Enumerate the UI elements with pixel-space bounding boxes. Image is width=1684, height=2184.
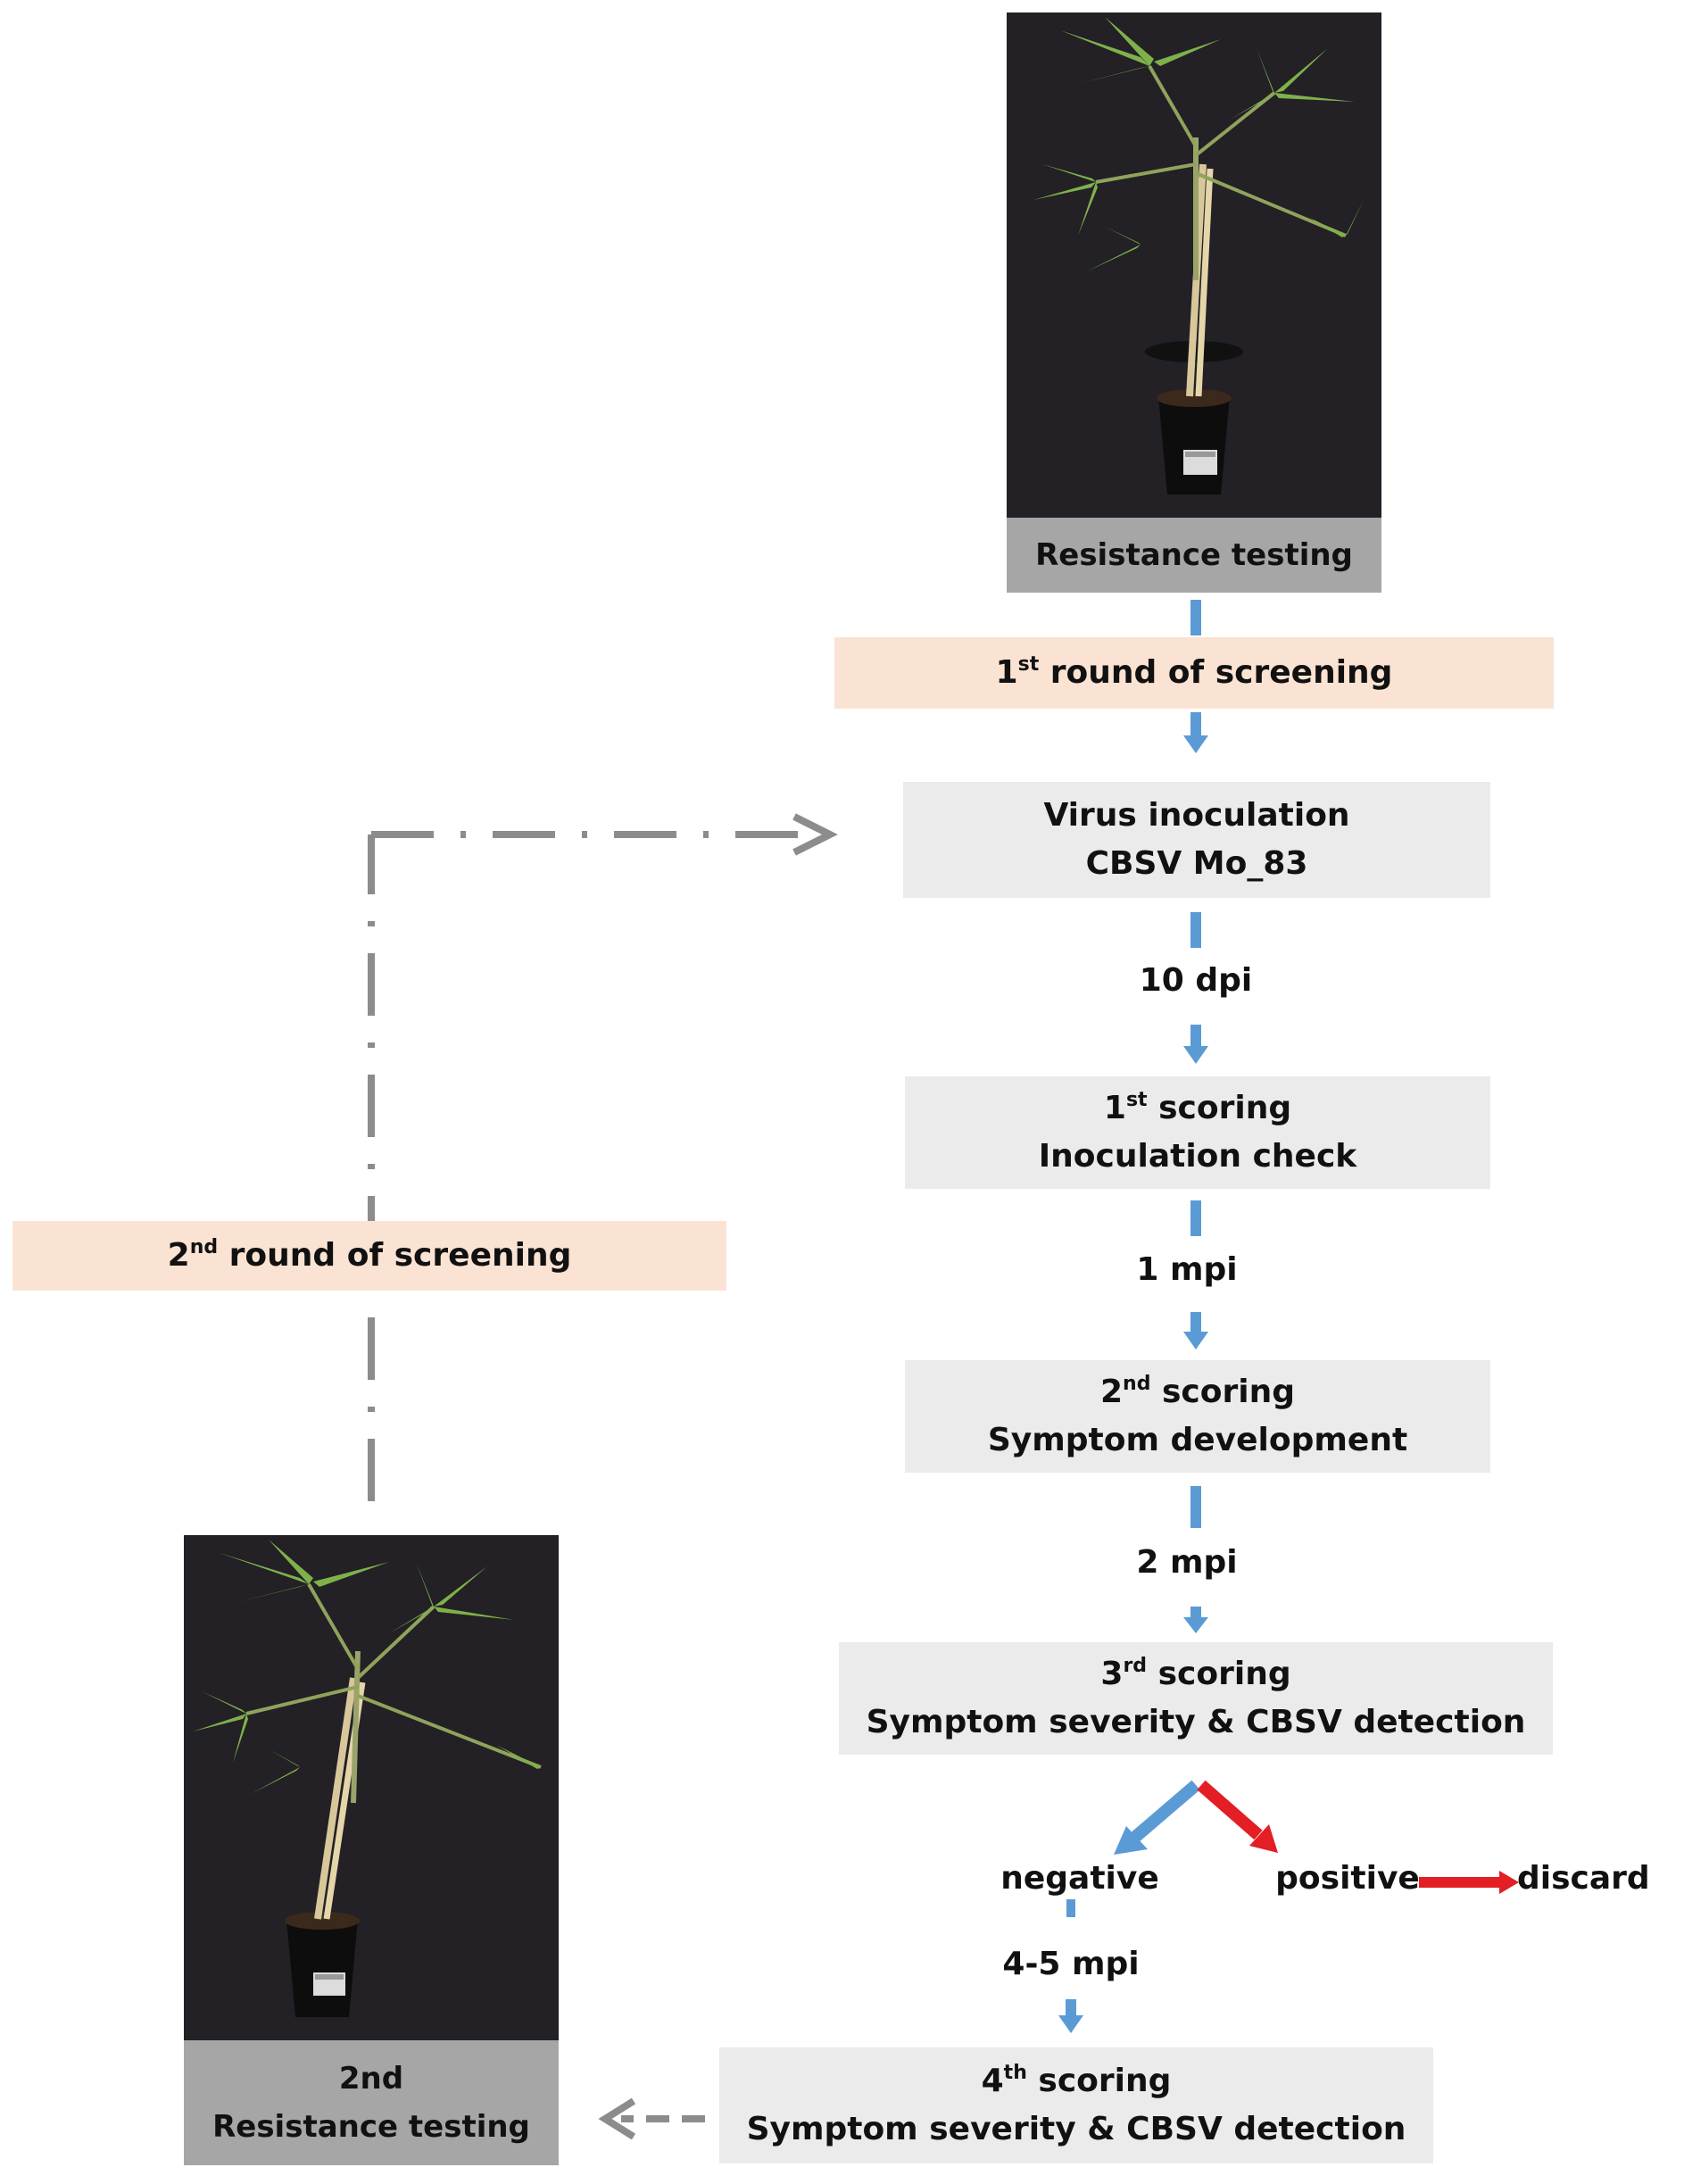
loop-back-to-inoculation [368,813,838,1501]
fourth-scoring-title: 4th scoring [981,2062,1172,2099]
second-scoring-box: 2nd scoring Symptom development [905,1360,1490,1473]
arrow-to-negative [1114,1780,1200,1855]
virus-inoculation-line1: Virus inoculation [1043,797,1350,834]
second-round-screening-box: 2nd round of screening [12,1221,726,1291]
cassava-plant-photo-top [1007,12,1381,518]
four-five-mpi-label: 4-5 mpi [1002,1946,1140,1982]
resistance-testing-caption: Resistance testing [1007,518,1381,593]
second-scoring-title: 2nd scoring [1099,1373,1295,1410]
one-mpi-label: 1 mpi [1136,1251,1238,1288]
arrow-to-positive [1197,1780,1278,1853]
two-mpi-label: 2 mpi [1136,1544,1238,1581]
third-scoring-subtitle: Symptom severity & CBSV detection [866,1704,1526,1740]
fourth-scoring-box: 4th scoring Symptom severity & CBSV dete… [719,2047,1433,2163]
arrow-10dpi-to-scoring1 [1183,1025,1208,1064]
third-scoring-title: 3rd scoring [1100,1655,1291,1692]
cassava-plant-icon [193,1540,542,2017]
arrow-positive-to-discard [1419,1871,1519,1894]
arrow-4-5mpi-to-scoring4 [1058,1999,1083,2033]
second-round-screening-label: 2nd round of screening [167,1236,572,1274]
second-resistance-line2: Resistance testing [212,2109,530,2145]
discard-label: discard [1517,1860,1650,1897]
resistance-testing-label: Resistance testing [1035,537,1353,573]
arrow-1mpi-to-scoring2 [1183,1312,1208,1349]
second-resistance-line1: 2nd [338,2061,404,2097]
cassava-plant-icon [1033,17,1364,494]
virus-inoculation-box: Virus inoculation CBSV Mo_83 [903,782,1490,898]
first-scoring-subtitle: Inoculation check [1038,1138,1357,1175]
negative-label: negative [1000,1860,1159,1897]
fourth-scoring-subtitle: Symptom severity & CBSV detection [746,2111,1406,2147]
first-scoring-title: 1st scoring [1103,1089,1292,1126]
first-scoring-box: 1st scoring Inoculation check [905,1076,1490,1189]
positive-label: positive [1275,1860,1420,1897]
virus-inoculation-line2: CBSV Mo_83 [1085,845,1308,882]
ten-dpi-label: 10 dpi [1139,962,1253,999]
arrow-scoring4-to-second-resistance [598,2097,705,2140]
second-resistance-testing-caption: 2nd Resistance testing [184,2040,559,2165]
third-scoring-box: 3rd scoring Symptom severity & CBSV dete… [839,1642,1553,1755]
cassava-plant-photo-bottom [184,1535,559,2040]
first-round-screening-label: 1st round of screening [995,653,1393,691]
arrow-2mpi-to-scoring3 [1183,1607,1208,1633]
arrow-round1-to-inoculation [1183,712,1208,753]
second-scoring-subtitle: Symptom development [987,1422,1408,1458]
first-round-screening-box: 1st round of screening [834,637,1554,709]
